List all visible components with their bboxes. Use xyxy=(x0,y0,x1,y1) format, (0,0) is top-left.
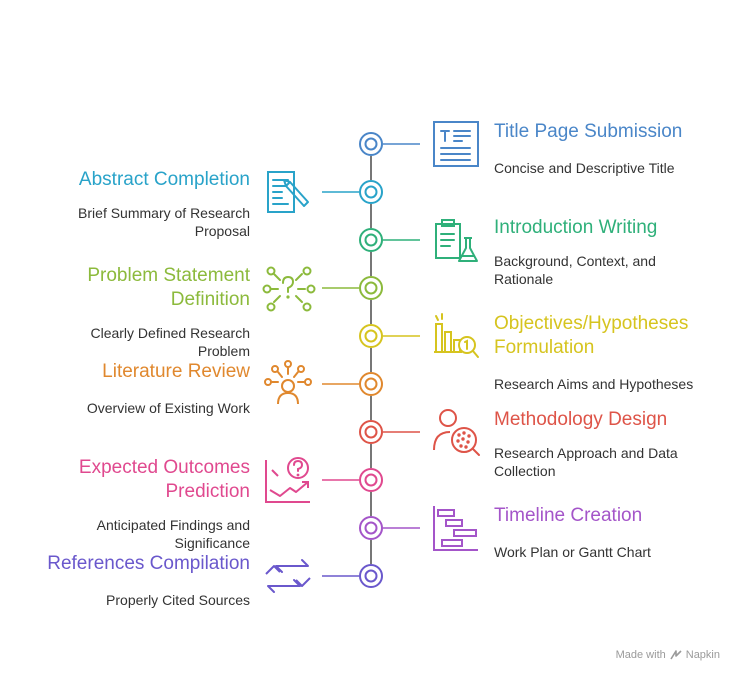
step-description: Clearly Defined Research Problem xyxy=(90,325,250,359)
timeline-node xyxy=(359,324,383,348)
timeline-node xyxy=(359,564,383,588)
timeline-node-inner xyxy=(364,569,378,583)
step-title: Methodology Design xyxy=(494,409,668,430)
timeline-node xyxy=(359,420,383,444)
step-description: Brief Summary of Research Proposal xyxy=(78,205,250,239)
step-description: Background, Context, and Rationale xyxy=(494,253,656,287)
step-title: Abstract Completion xyxy=(78,169,250,190)
person-ideas-icon xyxy=(264,360,312,405)
footer-watermark: Made with Napkin xyxy=(616,649,720,661)
step-title: Expected Outcomes Prediction xyxy=(78,457,250,502)
footer-prefix: Made with xyxy=(615,649,666,661)
timeline-node xyxy=(359,276,383,300)
timeline-node-inner xyxy=(364,233,378,247)
exchange-arrows-icon xyxy=(265,559,311,593)
step-description: Anticipated Findings and Significance xyxy=(96,517,250,551)
timeline-node-inner xyxy=(364,329,378,343)
gantt-chart-icon xyxy=(433,506,478,551)
timeline-node xyxy=(359,468,383,492)
timeline-node-inner xyxy=(364,377,378,391)
step-title: Objectives/Hypotheses Formulation xyxy=(494,313,689,358)
timeline-node-inner xyxy=(364,425,378,439)
person-search-icon xyxy=(433,409,480,456)
step-description: Overview of Existing Work xyxy=(86,400,250,416)
step-title: Title Page Submission xyxy=(494,121,683,142)
trend-question-icon xyxy=(265,457,310,503)
clipboard-flask-icon xyxy=(435,219,478,262)
timeline-node-inner xyxy=(364,281,378,295)
timeline-node-inner xyxy=(364,473,378,487)
timeline-node xyxy=(359,180,383,204)
timeline-node-inner xyxy=(364,521,378,535)
napkin-logo-icon xyxy=(670,650,682,660)
step-title: References Compilation xyxy=(47,553,250,574)
step-title: Timeline Creation xyxy=(494,505,643,526)
timeline-node xyxy=(359,516,383,540)
step-title: Introduction Writing xyxy=(494,217,658,238)
step-description: Properly Cited Sources xyxy=(106,592,250,608)
timeline-node xyxy=(359,372,383,396)
timeline-node-inner xyxy=(364,137,378,151)
timeline-node xyxy=(359,228,383,252)
step-description: Research Aims and Hypotheses xyxy=(494,376,694,392)
timeline-node-inner xyxy=(364,185,378,199)
title-page-icon xyxy=(433,121,479,167)
document-edit-icon xyxy=(267,171,309,213)
footer-brand: Napkin xyxy=(685,649,720,661)
step-description: Work Plan or Gantt Chart xyxy=(494,544,651,560)
timeline-node xyxy=(359,132,383,156)
step-description: Research Approach and Data Collection xyxy=(494,445,678,479)
step-title: Problem Statement Definition xyxy=(87,265,250,310)
question-network-icon xyxy=(262,266,316,312)
chart-magnify-icon xyxy=(434,313,479,358)
step-description: Concise and Descriptive Title xyxy=(494,160,675,176)
step-title: Literature Review xyxy=(102,361,250,382)
